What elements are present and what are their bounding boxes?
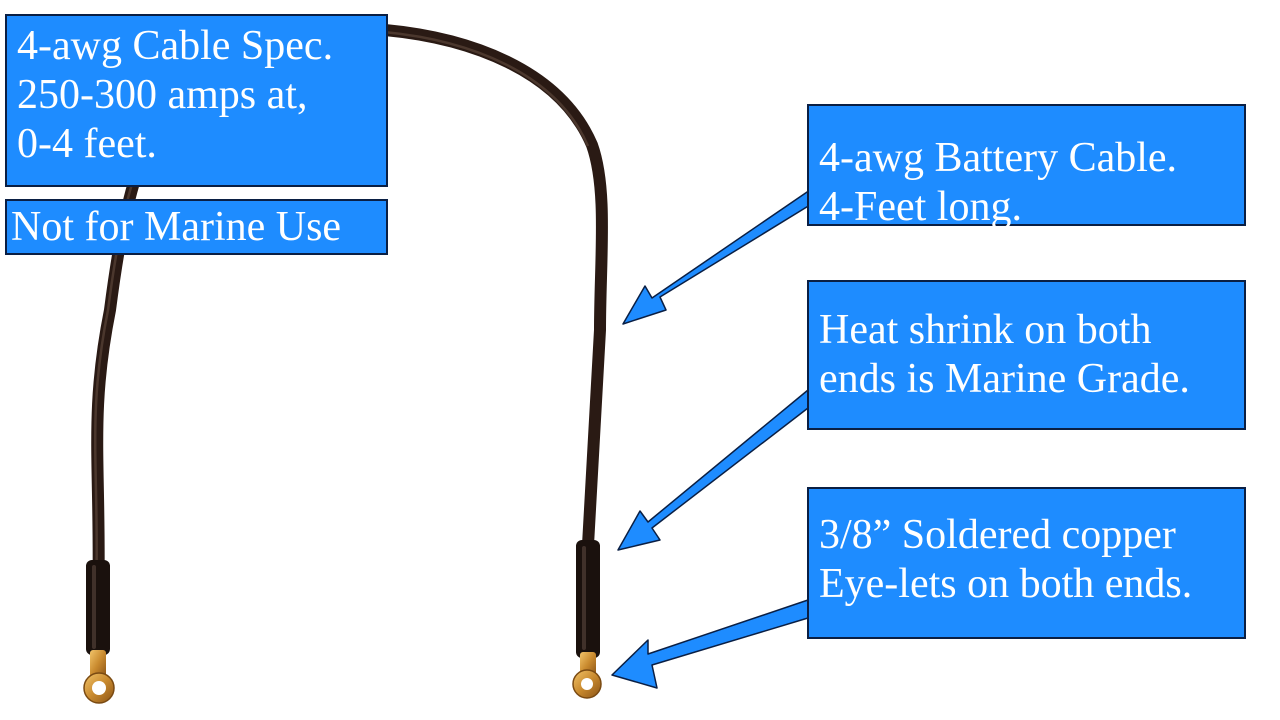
battery-cable-arrow-icon — [622, 189, 811, 325]
heat-shrink-arrow-icon — [617, 389, 809, 551]
cable-spec-callout: 4-awg Cable Spec. 250-300 amps at, 0-4 f… — [5, 14, 388, 187]
eyelet-callout: 3/8” Soldered copper Eye-lets on both en… — [807, 487, 1246, 639]
right-heat-shrink — [576, 540, 600, 658]
heat-shrink-line-1: Heat shrink on both — [819, 307, 1152, 353]
cable-spec-line-2: 250-300 amps at, — [17, 72, 308, 119]
cable-spec-line-3: 0-4 feet. — [17, 121, 157, 168]
marine-warning-callout: Not for Marine Use — [5, 199, 388, 255]
left-copper-eyelet — [83, 650, 115, 704]
eyelet-line-1: 3/8” Soldered copper — [819, 512, 1176, 558]
cable-spec-line-1: 4-awg Cable Spec. — [17, 23, 334, 69]
left-heat-shrink-shine — [92, 565, 96, 649]
battery-cable-line-2: 4-Feet long. — [819, 184, 1022, 231]
heat-shrink-callout: Heat shrink on both ends is Marine Grade… — [807, 280, 1246, 430]
marine-warning-text: Not for Marine Use — [11, 204, 342, 250]
right-heat-shrink-shine — [582, 546, 586, 650]
right-copper-eyelet — [572, 652, 602, 699]
eyelet-arrow-icon — [611, 599, 809, 689]
heat-shrink-line-2: ends is Marine Grade. — [819, 356, 1190, 403]
eyelet-line-2: Eye-lets on both ends. — [819, 561, 1193, 608]
left-heat-shrink — [86, 560, 110, 655]
battery-cable-line-1: 4-awg Battery Cable. — [819, 135, 1178, 181]
battery-cable-callout: 4-awg Battery Cable. 4-Feet long. — [807, 104, 1246, 230]
